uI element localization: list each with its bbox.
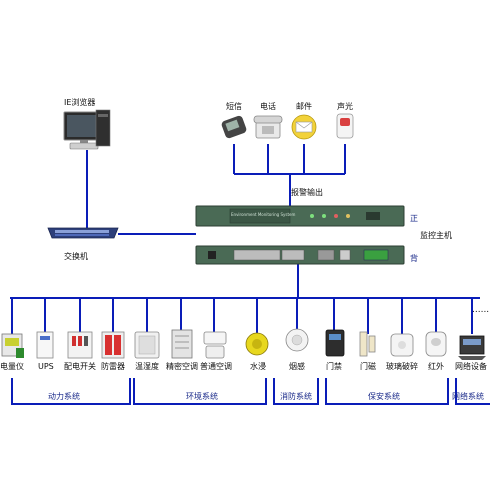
power-meter-icon bbox=[1, 333, 24, 358]
system-label-fire: 消防系统 bbox=[280, 392, 312, 401]
infrared-sensor-icon bbox=[425, 331, 447, 357]
device-label-network: 网络设备 bbox=[455, 362, 487, 371]
device-label-ac: 普通空调 bbox=[200, 362, 232, 371]
ups-icon bbox=[36, 331, 54, 359]
more-devices-ellipsis: ...... bbox=[472, 305, 490, 315]
device-label-breaker: 配电开关 bbox=[64, 362, 96, 371]
device-label-temp-humidity: 温湿度 bbox=[135, 362, 159, 371]
host-front-label: 正 bbox=[410, 214, 418, 223]
device-label-access-control: 门禁 bbox=[326, 362, 342, 371]
device-label-infrared: 红外 bbox=[428, 362, 444, 371]
device-label-water-leak: 水浸 bbox=[250, 362, 266, 371]
glass-break-sensor-icon bbox=[390, 333, 414, 357]
system-label-environment: 环境系统 bbox=[186, 392, 218, 401]
sms-phone-icon bbox=[221, 115, 247, 139]
device-label-glass-break: 玻璃破碎 bbox=[386, 362, 418, 371]
ac-icon bbox=[203, 331, 227, 359]
door-sensor-icon bbox=[359, 331, 376, 357]
host-panel-text: Environment Monitoring System bbox=[231, 212, 296, 217]
device-label-smoke: 烟感 bbox=[289, 362, 305, 371]
computer-icon bbox=[63, 109, 111, 150]
system-label-power: 动力系统 bbox=[48, 392, 80, 401]
alarm-device-label-siren: 声光 bbox=[337, 102, 353, 111]
host-back-label: 背 bbox=[410, 254, 418, 263]
smoke-detector-icon bbox=[285, 328, 309, 352]
surge-protector-icon bbox=[101, 331, 125, 359]
device-label-door-sensor: 门磁 bbox=[360, 362, 376, 371]
host-front-panel bbox=[195, 205, 405, 227]
breaker-icon bbox=[67, 331, 93, 359]
device-label-surge-protector: 防雷器 bbox=[101, 362, 125, 371]
siren-icon bbox=[336, 113, 354, 139]
temp-humidity-sensor-icon bbox=[134, 331, 160, 359]
water-leak-sensor-icon bbox=[245, 332, 269, 356]
alarm-device-label-email: 邮件 bbox=[296, 102, 312, 111]
switch-icon bbox=[47, 227, 119, 239]
device-label-precision-ac: 精密空调 bbox=[166, 362, 198, 371]
device-drop-lines bbox=[11, 298, 473, 334]
host-label: 监控主机 bbox=[420, 231, 452, 240]
access-control-icon bbox=[325, 329, 345, 357]
precision-ac-icon bbox=[171, 329, 193, 359]
system-label-network: 网络系统 bbox=[452, 392, 484, 401]
email-icon bbox=[291, 114, 317, 140]
switch-label: 交换机 bbox=[64, 252, 88, 261]
telephone-icon bbox=[253, 115, 283, 139]
system-brackets bbox=[11, 378, 490, 405]
host-back-panel bbox=[195, 245, 405, 265]
alarm-device-label-phone: 电话 bbox=[260, 102, 276, 111]
system-label-security: 保安系统 bbox=[368, 392, 400, 401]
device-label-ups: UPS bbox=[38, 362, 54, 371]
device-label-power-meter: 电量仪 bbox=[0, 362, 24, 371]
alarm-device-label-sms: 短信 bbox=[226, 102, 242, 111]
network-device-icon bbox=[458, 335, 486, 360]
computer-label: IE浏览器 bbox=[64, 98, 96, 107]
alarm-output-title: 报警输出 bbox=[291, 188, 323, 197]
